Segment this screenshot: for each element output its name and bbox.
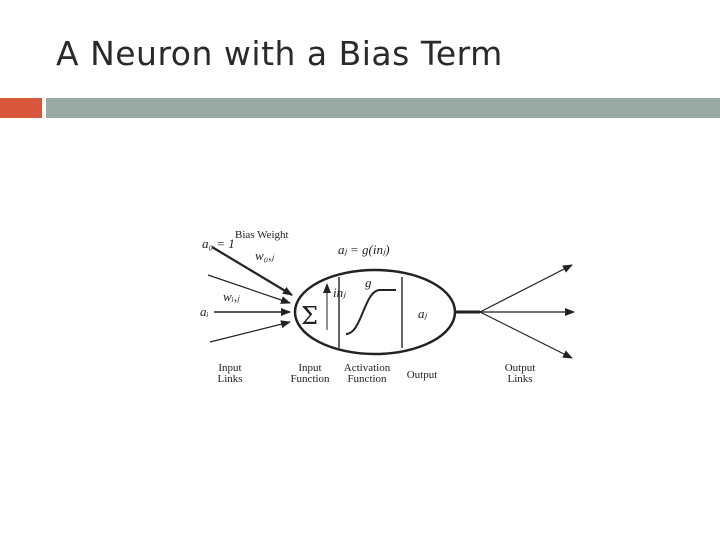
net-input-symbol: inⱼ xyxy=(333,285,346,300)
input-link-upper xyxy=(207,274,291,304)
activation-function-caption-2: Function xyxy=(347,373,387,385)
bias-input-link xyxy=(211,246,293,296)
sigmoid-curve xyxy=(345,289,396,335)
slide-title: A Neuron with a Bias Term xyxy=(56,34,503,73)
input-symbol: aᵢ xyxy=(200,304,209,319)
sum-symbol: Σ xyxy=(301,302,318,330)
output-fan-lower xyxy=(479,311,573,359)
title-accent-bar xyxy=(0,98,42,118)
activation-fn-symbol: g xyxy=(365,275,372,290)
output-symbol: aⱼ xyxy=(418,306,428,321)
output-links-caption-2: Links xyxy=(507,373,532,385)
input-link-lower xyxy=(209,320,291,343)
activation-function-caption-1: Activation xyxy=(344,362,391,374)
neuron-body xyxy=(293,268,457,356)
output-links-caption-1: Output xyxy=(505,362,536,374)
output-fan-upper xyxy=(479,264,573,313)
activation-formula: aⱼ = g(inⱼ) xyxy=(338,242,390,257)
bias-input-label: a₀ = 1 xyxy=(202,236,235,251)
bias-weight-symbol: w₀,ⱼ xyxy=(255,248,274,263)
output-caption: Output xyxy=(407,369,438,381)
title-divider-bar xyxy=(46,98,720,118)
input-links-caption-2: Links xyxy=(217,373,242,385)
input-weight-symbol: wᵢ,ⱼ xyxy=(223,289,240,304)
input-function-caption-2: Function xyxy=(290,373,330,385)
bias-weight-label: Bias Weight xyxy=(235,229,289,241)
input-function-caption-1: Input xyxy=(298,362,321,374)
input-links-caption-1: Input xyxy=(218,362,241,374)
